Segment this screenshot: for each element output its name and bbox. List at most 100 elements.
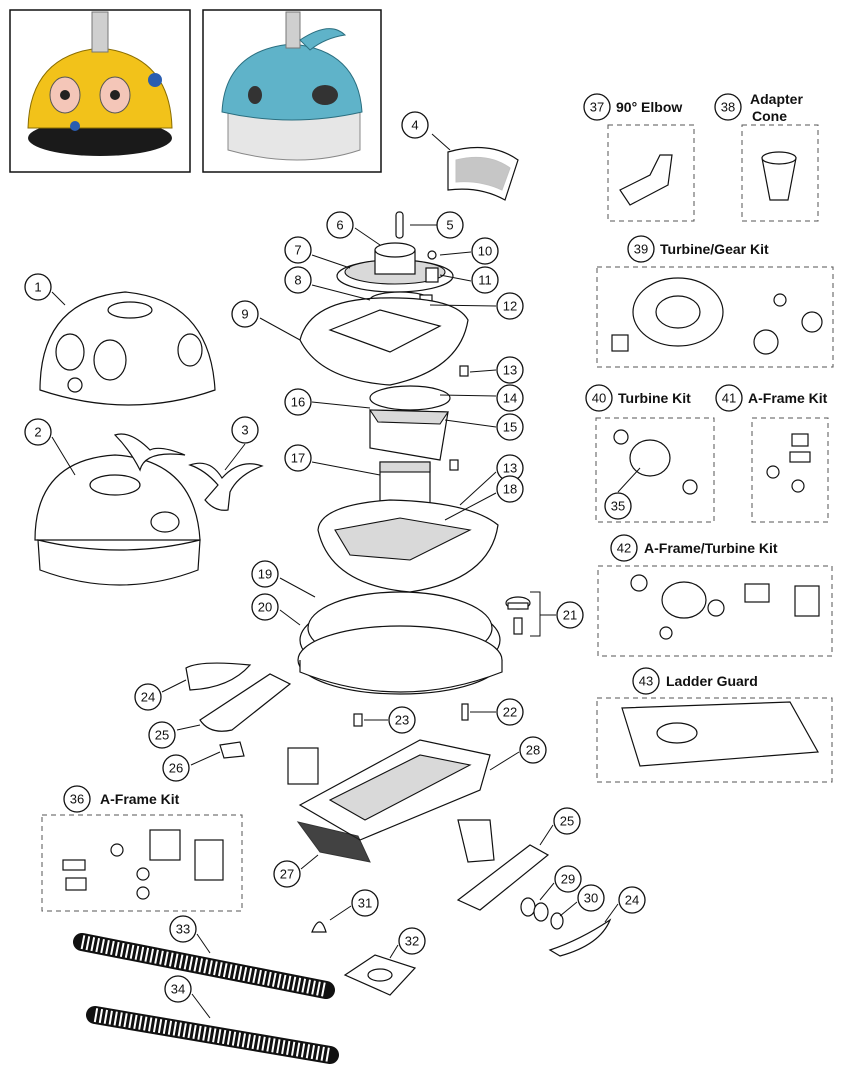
callout-number: 6 — [336, 218, 343, 233]
kit-title-text: Turbine Kit — [618, 390, 691, 406]
kit-title-text: A-Frame Kit — [100, 791, 180, 807]
callout-part-6: 6 — [326, 211, 354, 239]
part-33-hose — [73, 933, 335, 999]
part-19-20-base — [297, 591, 503, 695]
kit-title-text: Adapter — [750, 91, 803, 107]
kit-box-40 — [595, 417, 715, 523]
leader-line — [439, 251, 472, 256]
leader-line — [617, 467, 641, 493]
callout-number: 29 — [561, 872, 575, 887]
callout-part-25: 25 — [553, 807, 581, 835]
kit-box-43 — [596, 697, 833, 783]
callout-number: 16 — [291, 395, 305, 410]
part-31-wedge — [311, 921, 327, 933]
callout-part-14: 14 — [496, 384, 524, 412]
kit-box-42 — [597, 565, 833, 657]
part-27-skirt — [296, 821, 371, 863]
callout-part-5: 5 — [436, 211, 464, 239]
part-23-screw — [353, 713, 363, 727]
bracket-21 — [530, 591, 541, 637]
callout-number: 25 — [560, 814, 574, 829]
part-22-screw — [461, 703, 469, 721]
callout-part-30: 30 — [577, 884, 605, 912]
kit-number: 41 — [722, 391, 736, 406]
callout-number: 25 — [155, 728, 169, 743]
part-5-pin — [395, 211, 404, 239]
callout-number: 28 — [526, 743, 540, 758]
kit-number: 38 — [721, 100, 735, 115]
leader-lines — [51, 133, 641, 1019]
leader-line — [259, 317, 301, 341]
callout-number: 5 — [446, 218, 453, 233]
leader-line — [559, 901, 578, 917]
part-32-plate — [343, 954, 417, 996]
callout-part-18: 18 — [496, 475, 524, 503]
kit-title-text: A-Frame/Turbine Kit — [644, 540, 778, 556]
callout-part-8: 8 — [284, 266, 312, 294]
callout-part-29: 29 — [554, 865, 582, 893]
part-28-frame — [287, 739, 491, 841]
part-1-hood — [39, 291, 216, 406]
callout-number: 22 — [503, 705, 517, 720]
kit-number: 40 — [592, 391, 606, 406]
part-26-clip — [219, 741, 245, 759]
leader-line — [300, 854, 319, 870]
leader-line — [311, 401, 371, 409]
leader-line — [389, 944, 399, 959]
leader-line — [429, 304, 497, 307]
part-25-right — [456, 819, 550, 911]
kit-number: 36 — [70, 792, 84, 807]
callout-part-20: 20 — [251, 593, 279, 621]
callout-part-27: 27 — [273, 860, 301, 888]
kit-title-text: A-Frame Kit — [748, 390, 828, 406]
callout-part-22: 22 — [496, 698, 524, 726]
callout-number: 23 — [395, 713, 409, 728]
callout-part-7: 7 — [284, 236, 312, 264]
leader-line — [191, 993, 211, 1019]
kit-box-37 — [607, 124, 695, 222]
leader-line — [176, 724, 201, 731]
callout-number: 24 — [625, 893, 639, 908]
callout-part-2: 2 — [24, 418, 52, 446]
leader-line — [161, 679, 187, 693]
kit-title-41: 41 A-Frame Kit — [715, 384, 828, 412]
part-29-30-washers — [520, 897, 564, 930]
blue-whale-cleaner-photo — [202, 9, 382, 173]
leader-line — [539, 882, 555, 901]
callout-number: 1 — [34, 280, 41, 295]
leader-line — [439, 394, 497, 397]
kit-title-text: Turbine/Gear Kit — [660, 241, 769, 257]
callout-part-23: 23 — [388, 706, 416, 734]
callout-part-19: 19 — [251, 560, 279, 588]
callout-number: 2 — [34, 425, 41, 440]
callout-part-33: 33 — [169, 915, 197, 943]
callout-part-4: 4 — [401, 111, 429, 139]
callout-number: 34 — [171, 982, 185, 997]
callout-part-3: 3 — [231, 416, 259, 444]
leader-line — [444, 419, 497, 428]
callout-number: 9 — [241, 307, 248, 322]
callout-number: 21 — [563, 608, 577, 623]
leader-line — [51, 436, 76, 476]
callout-number: 10 — [478, 244, 492, 259]
leader-line — [311, 254, 351, 269]
part-21-bushing — [505, 596, 531, 635]
callout-part-24: 24 — [618, 886, 646, 914]
callout-number: 27 — [280, 867, 294, 882]
part-9-top-cover — [299, 297, 469, 386]
callout-part-34: 34 — [164, 975, 192, 1003]
leader-line — [51, 291, 66, 306]
part-2-whale-hood — [34, 433, 201, 586]
callout-number: 33 — [176, 922, 190, 937]
callout-number: 17 — [291, 451, 305, 466]
kit-title-text: 90° Elbow — [616, 99, 682, 115]
callout-number: 12 — [503, 299, 517, 314]
leader-line — [279, 609, 301, 626]
callout-number: 24 — [141, 690, 155, 705]
kit-box-38 — [741, 124, 819, 222]
callout-part-15: 15 — [496, 413, 524, 441]
